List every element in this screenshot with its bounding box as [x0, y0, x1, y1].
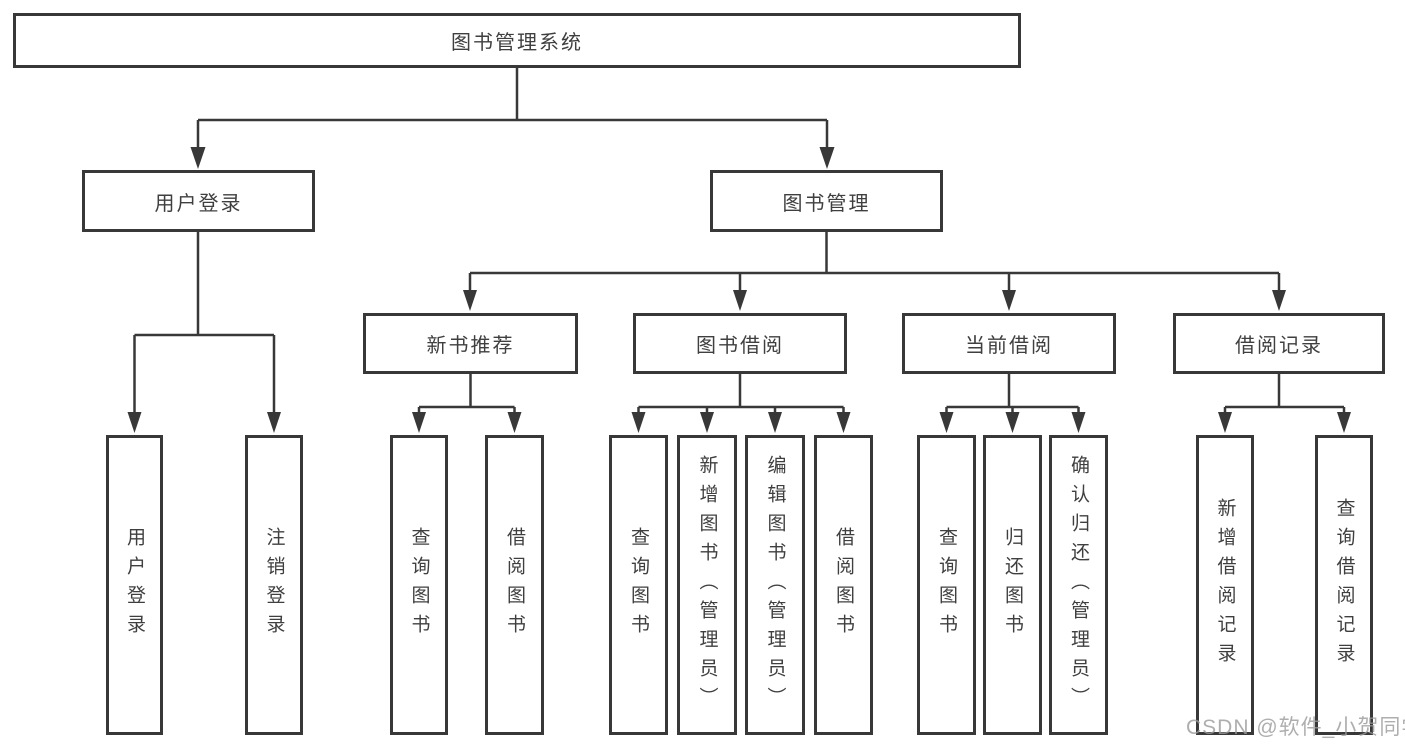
node-return-book: 归还图书 — [983, 435, 1042, 735]
node-query-borrow-record: 查询借阅记录 — [1315, 435, 1373, 735]
node-label: 用户登录 — [154, 192, 243, 215]
node-book-borrowing: 图书借阅 — [633, 313, 847, 374]
node-label: 用户登录 — [124, 527, 145, 643]
node-user-login: 用户登录 — [82, 170, 315, 232]
node-confirm-return-admin: 确认归还（管理员） — [1049, 435, 1108, 735]
node-label: 归还图书 — [1002, 527, 1023, 643]
node-label: 借阅记录 — [1235, 335, 1323, 357]
node-label: 借阅图书 — [833, 527, 854, 643]
node-library-management-system: 图书管理系统 — [13, 13, 1021, 68]
node-user-login-leaf: 用户登录 — [106, 435, 163, 735]
node-query-books-recommend: 查询图书 — [390, 435, 448, 735]
node-label: 确认归还（管理员） — [1068, 454, 1089, 716]
node-label: 图书借阅 — [696, 335, 784, 357]
node-edit-book-admin: 编辑图书（管理员） — [745, 435, 805, 735]
node-label: 查询图书 — [628, 527, 649, 643]
node-new-book-recommendation: 新书推荐 — [363, 313, 578, 374]
node-borrowing-records: 借阅记录 — [1173, 313, 1385, 374]
node-label: 查询图书 — [408, 527, 430, 643]
csdn-watermark: CSDN @软件_小贺同学 — [1186, 716, 1405, 739]
node-label: 当前借阅 — [965, 335, 1053, 357]
node-label: 借阅图书 — [504, 527, 525, 643]
node-label: 查询借阅记录 — [1333, 498, 1355, 672]
node-label: 新书推荐 — [426, 335, 515, 357]
node-label: 注销登录 — [263, 527, 285, 643]
node-query-books-borrow: 查询图书 — [609, 435, 668, 735]
node-add-book-admin: 新增图书（管理员） — [677, 435, 737, 735]
node-borrow-books-leaf: 借阅图书 — [814, 435, 873, 735]
node-label: 图书管理系统 — [451, 32, 583, 54]
node-label: 图书管理 — [782, 192, 871, 215]
node-label: 编辑图书（管理员） — [764, 454, 786, 716]
node-label: 查询图书 — [936, 527, 957, 643]
node-borrow-books-recommend: 借阅图书 — [485, 435, 544, 735]
node-book-management: 图书管理 — [710, 170, 943, 232]
node-logout: 注销登录 — [245, 435, 303, 735]
node-label: 新增图书（管理员） — [696, 454, 718, 716]
node-current-borrowing: 当前借阅 — [902, 313, 1116, 374]
node-label: 新增借阅记录 — [1214, 498, 1236, 672]
node-query-books-current: 查询图书 — [917, 435, 976, 735]
node-add-borrow-record: 新增借阅记录 — [1196, 435, 1254, 735]
